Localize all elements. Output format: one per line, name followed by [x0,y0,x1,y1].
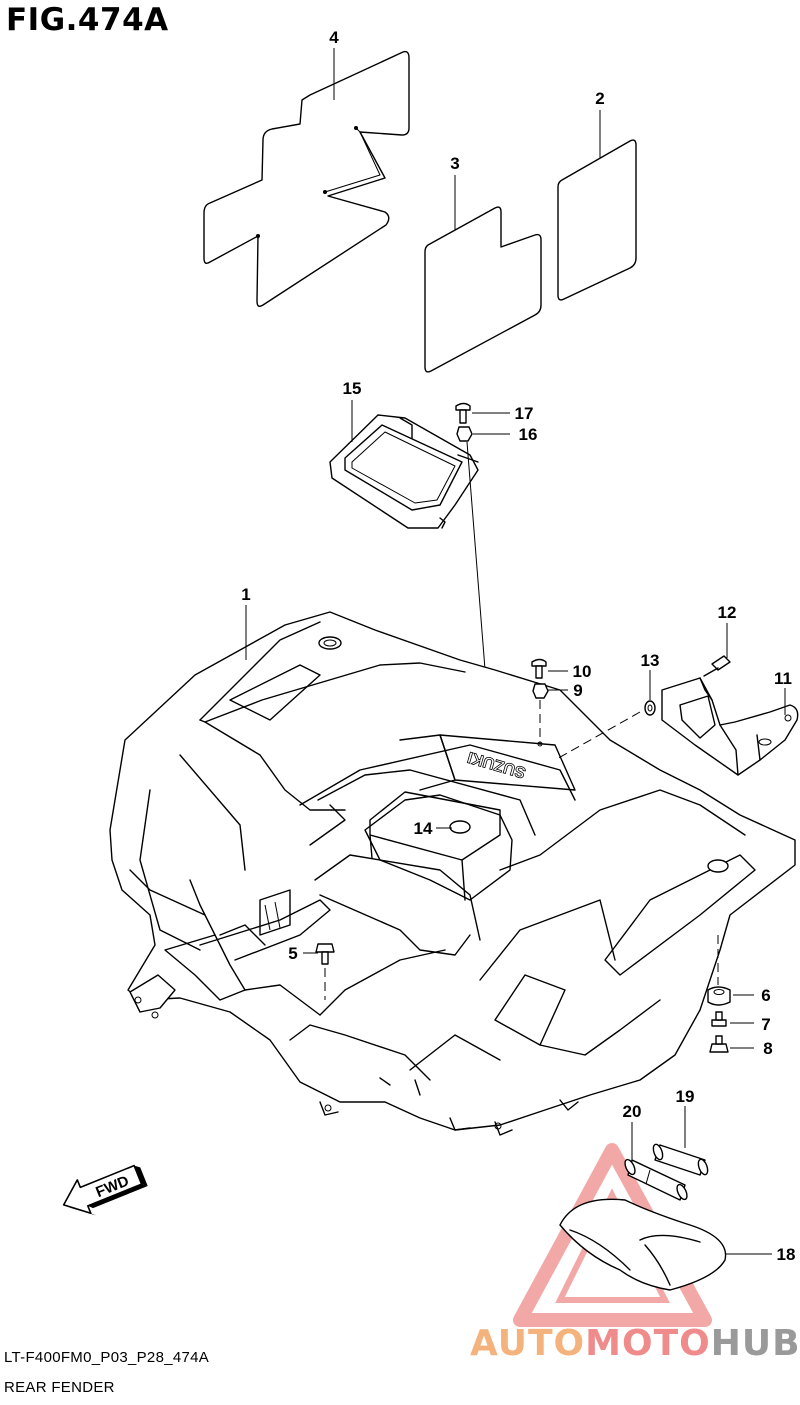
callout-19: 19 [676,1087,695,1106]
callout-7: 7 [761,1015,770,1034]
part-9-nut [532,683,549,699]
part-15-tray [329,414,479,529]
part-18-strap [559,1198,727,1291]
callout-1: 1 [241,585,250,604]
part-16-nut [456,426,473,442]
callout-17: 17 [515,404,534,423]
callout-15: 15 [343,379,362,398]
callout-9: 9 [573,681,582,700]
part-8-bolt [709,1035,729,1053]
figure-code: LT-F400FM0_P03_P28_474A [4,1349,210,1366]
callout-8: 8 [763,1039,772,1058]
part-6-cushion [707,986,731,1006]
callout-11: 11 [774,669,792,688]
callout-20: 20 [623,1102,642,1121]
figure-name: REAR FENDER [4,1379,115,1396]
figure-title: FIG.474A [6,2,169,38]
part-5-bolt [315,943,335,965]
part-10-screw [531,658,547,679]
watermark-part3: HUB [710,1323,800,1364]
part-2-decal [557,139,637,301]
part-20-sleeve [624,1158,688,1201]
watermark-part1: AUTO [470,1323,586,1364]
callout-16: 16 [519,425,538,444]
callout-5: 5 [288,944,297,963]
part-1-rear-fender: SUZUKI [109,611,796,1136]
part-11-bracket [661,677,799,776]
part-7-collar [711,1011,727,1027]
part-3-decal [424,206,542,373]
callout-2: 2 [595,89,604,108]
callout-3: 3 [450,154,459,173]
callout-4: 4 [329,28,339,47]
watermark-text: AUTOMOTOHUB [470,1323,800,1364]
fwd-arrow: FWD [62,1164,148,1216]
callout-10: 10 [573,662,592,681]
part-4-decal [203,50,410,308]
callout-12: 12 [718,603,737,622]
watermark-part2: MOTO [585,1323,711,1364]
part-19-pin [652,1143,709,1176]
part-12-screw [703,655,731,677]
part-17-screw [455,402,471,424]
callout-14: 14 [414,819,433,838]
part-13-washer [644,700,656,716]
callout-18: 18 [777,1245,796,1264]
callout-13: 13 [641,651,660,670]
callout-6: 6 [761,986,770,1005]
